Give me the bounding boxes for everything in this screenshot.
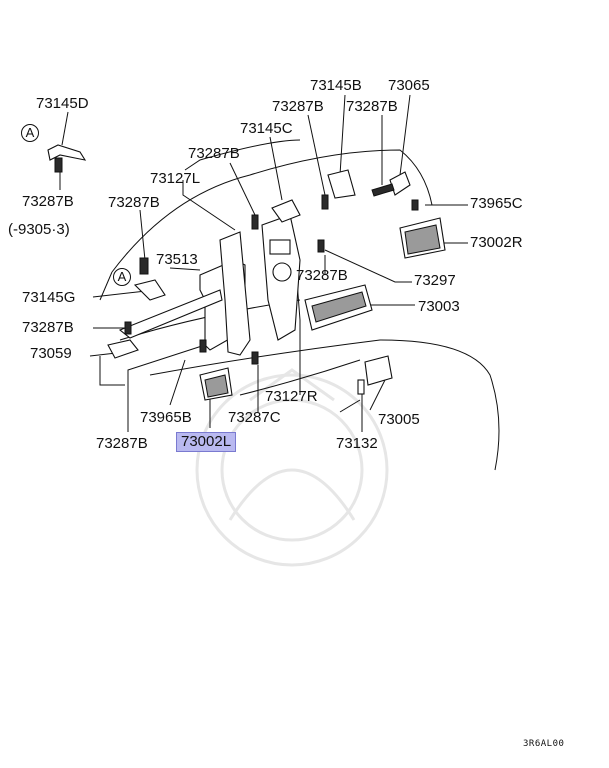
part-bracket-73145C bbox=[271, 199, 301, 223]
label-73287B: 73287B bbox=[22, 193, 74, 210]
label-73965C: 73965C bbox=[470, 195, 523, 212]
label-73005: 73005 bbox=[378, 411, 420, 428]
part-sensor-73065 bbox=[371, 171, 411, 197]
label-73965B: 73965B bbox=[140, 409, 192, 426]
label-73002L-highlighted[interactable]: 73002L bbox=[176, 432, 237, 452]
label-73287B: 73287B bbox=[108, 194, 160, 211]
part-vent-73002R bbox=[399, 217, 446, 259]
label-73513: 73513 bbox=[156, 251, 198, 268]
part-bracket-73127R bbox=[261, 214, 301, 341]
dashboard-outline bbox=[99, 139, 500, 471]
label-73132: 73132 bbox=[336, 435, 378, 452]
label-73287B: 73287B bbox=[96, 435, 148, 452]
leader-lines bbox=[59, 94, 468, 432]
part-vent-73003 bbox=[304, 284, 373, 331]
diagram-code: 3R6AL00 bbox=[523, 739, 565, 749]
ref-marker-a-top: A bbox=[21, 124, 39, 142]
label-73145G: 73145G bbox=[22, 289, 76, 306]
part-duct-73059 bbox=[107, 339, 139, 359]
label-73287B: 73287B bbox=[272, 98, 324, 115]
watermark-emblem bbox=[195, 368, 389, 567]
ref-marker-a-side: A bbox=[113, 268, 131, 286]
label-73059: 73059 bbox=[30, 345, 72, 362]
part-vent-73002L bbox=[199, 367, 233, 401]
part-screws bbox=[124, 194, 419, 365]
label-73287C: 73287C bbox=[228, 409, 281, 426]
label-73287B: 73287B bbox=[296, 267, 348, 284]
part-clip-73287B bbox=[139, 257, 149, 275]
label-73297: 73297 bbox=[414, 272, 456, 289]
label-73002R: 73002R bbox=[470, 234, 523, 251]
label-73287B: 73287B bbox=[22, 319, 74, 336]
part-bracket-73145B bbox=[327, 169, 356, 199]
label-73127L: 73127L bbox=[150, 170, 201, 187]
label-73003: 73003 bbox=[418, 298, 460, 315]
label-date-range: (-9305·3) bbox=[8, 221, 70, 238]
label-73145C: 73145C bbox=[240, 120, 293, 137]
part-vent-73005 bbox=[364, 355, 393, 386]
label-73145B: 73145B bbox=[310, 77, 362, 94]
part-bracket-73145G bbox=[133, 279, 166, 301]
label-73127R: 73127R bbox=[265, 388, 318, 405]
label-73287B: 73287B bbox=[346, 98, 398, 115]
label-73287B: 73287B bbox=[188, 145, 240, 162]
label-73145D: 73145D bbox=[36, 95, 89, 112]
label-73065: 73065 bbox=[388, 77, 430, 94]
part-clip-73132 bbox=[357, 379, 365, 395]
part-bracket-73127L bbox=[219, 231, 251, 356]
part-bracket-73145D bbox=[47, 144, 87, 173]
